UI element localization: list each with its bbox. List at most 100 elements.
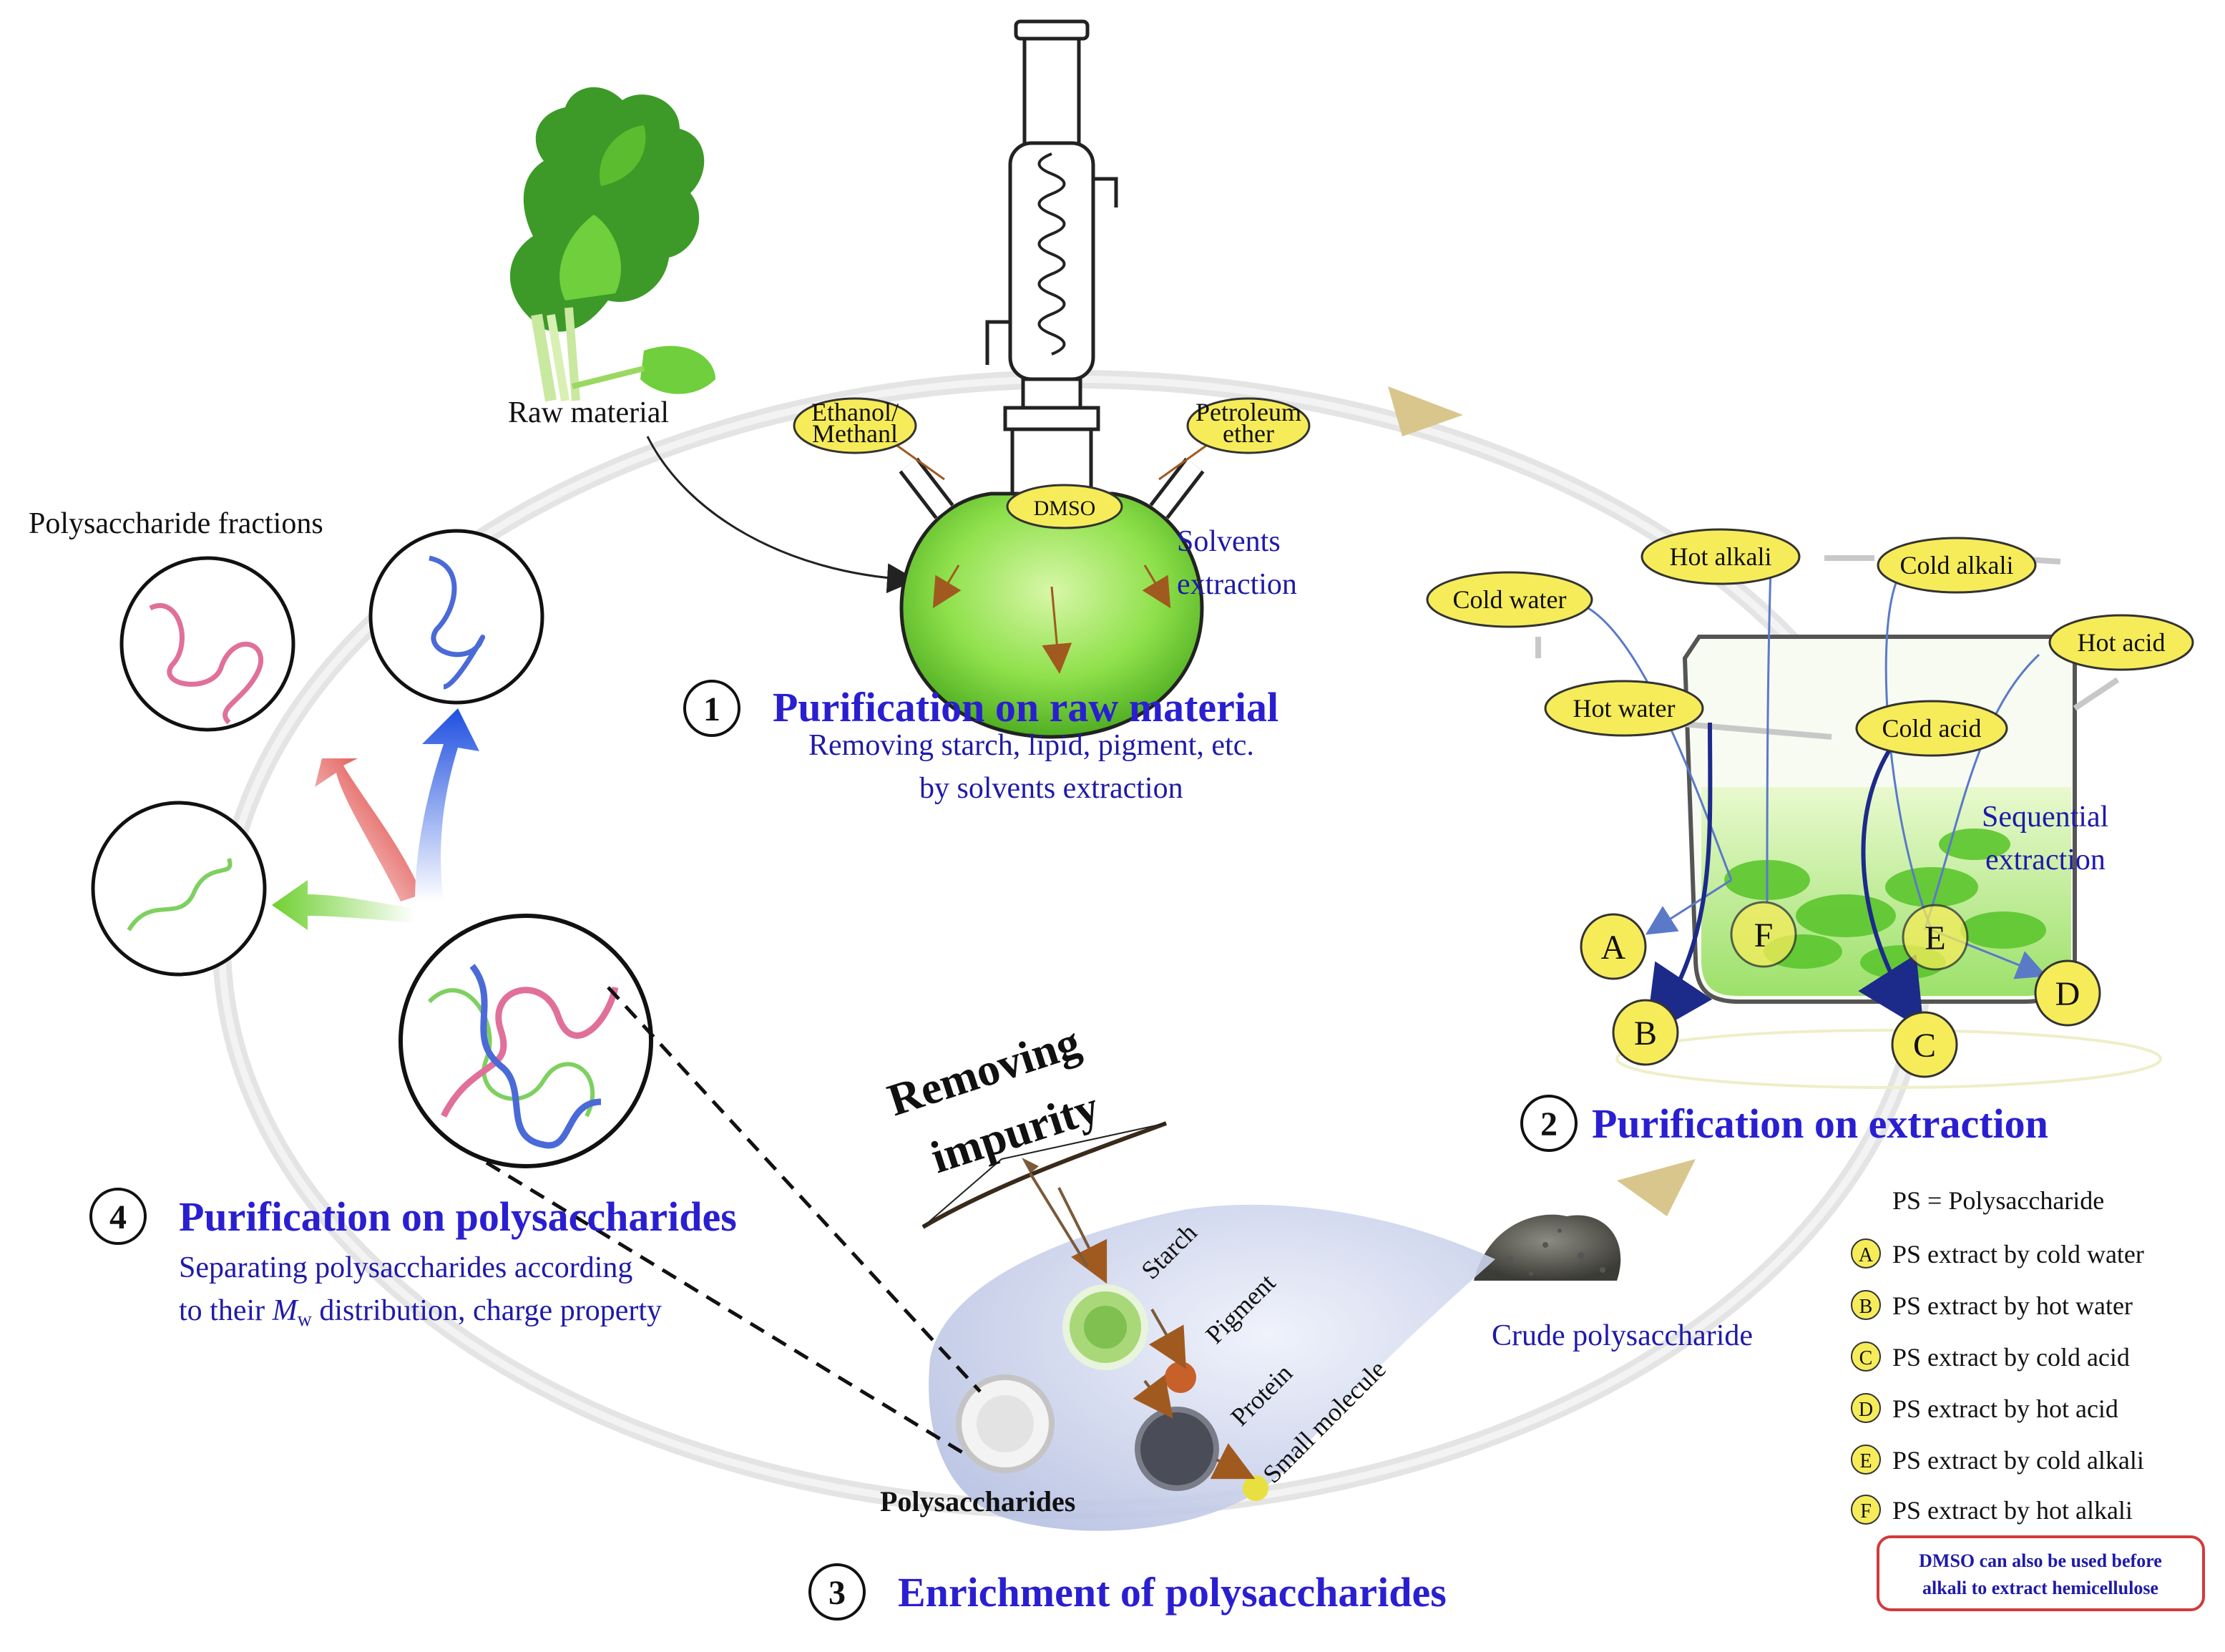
cond-hot-acid-label: Hot acid (2078, 628, 2166, 657)
circle-F-letter: F (1754, 917, 1774, 954)
solvents-extraction-line2: extraction (1177, 568, 1297, 601)
solvents-extraction-line1: Solvents (1177, 525, 1281, 558)
solvent-petroleum-line2: ether (1223, 419, 1274, 448)
cond-hot-alkali: Hot alkali (1640, 528, 1801, 585)
cond-cold-water-label: Cold water (1453, 585, 1567, 614)
step-4-sub2-post: distribution, charge property (312, 1294, 662, 1327)
step-4-title: Purification on polysaccharides (179, 1193, 737, 1240)
circle-B-letter: B (1634, 1015, 1657, 1052)
cond-cold-water: Cold water (1426, 571, 1593, 628)
legend-note-line1: DMSO can also be used before (1919, 1550, 2162, 1571)
flask-drip-arrows (932, 564, 1171, 674)
legend-item-F-text: PS extract by hot alkali (1892, 1496, 2133, 1525)
solvent-ethanol: Ethanol/ Methanl (793, 397, 945, 481)
circle-A-letter: A (1601, 929, 1626, 967)
legend-item-B: B PS extract by hot water (1851, 1290, 2133, 1320)
solvent-ethanol-line1: Ethanol/ (811, 398, 899, 426)
step-4-sub2-w: w (298, 1309, 313, 1331)
circle-B: B (1612, 999, 1679, 1066)
fraction-circle-mixed (398, 914, 653, 1168)
cond-cold-acid: Cold acid (1855, 700, 2008, 757)
fraction-circle-green (91, 801, 267, 977)
extraction-lines (1588, 568, 2048, 1037)
legend-item-E-text: PS extract by cold alkali (1892, 1446, 2144, 1475)
polysaccharides-label: Polysaccharides (880, 1485, 1075, 1517)
step-2-title: Purification on extraction (1592, 1100, 2048, 1147)
cond-cold-alkali: Cold alkali (1877, 537, 2037, 594)
step-1: 1 Purification on raw material Removing … (683, 680, 1278, 805)
solvent-dmso: DMSO (1006, 484, 1123, 529)
cycle-arrowhead-top (1388, 386, 1463, 436)
step-4-sub2: to their Mw distribution, charge propert… (179, 1294, 662, 1331)
cond-hot-alkali-label: Hot alkali (1670, 542, 1772, 571)
raw-material-label: Raw material (508, 396, 669, 429)
legend-item-D: D PS extract by hot acid (1851, 1393, 2118, 1423)
raw-material-arrow (646, 436, 917, 594)
legend-item-F: F PS extract by hot alkali (1851, 1495, 2133, 1525)
legend-item-A-text: PS extract by cold water (1892, 1240, 2144, 1269)
solvent-petroleum-line1: Petroleum (1195, 398, 1301, 426)
legend-item-E-letter: E (1859, 1450, 1872, 1472)
legend-note-line2: alkali to extract hemicellulose (1922, 1578, 2158, 1598)
circle-A: A (1580, 913, 1647, 980)
legend-item-B-text: PS extract by hot water (1892, 1291, 2133, 1320)
solvent-ethanol-line2: Methanl (812, 419, 898, 448)
legend-item-F-letter: F (1860, 1500, 1872, 1523)
legend-item-B-letter: B (1859, 1296, 1873, 1318)
circle-E: E (1902, 904, 1969, 971)
cond-cold-alkali-label: Cold alkali (1900, 551, 2014, 580)
solvent-dmso-label: DMSO (1034, 497, 1096, 520)
legend-header: PS = Polysaccharide (1892, 1186, 2104, 1215)
step-4-number: 4 (109, 1198, 127, 1236)
step-4-sub1: Separating polysaccharides according (179, 1251, 632, 1284)
legend-item-A-letter: A (1859, 1244, 1874, 1266)
circle-C-letter: C (1913, 1027, 1936, 1065)
step-4-sub2-mw: M (272, 1294, 299, 1327)
step-2: 2 Purification on extraction (1520, 1095, 2048, 1152)
step-3-number: 3 (828, 1574, 846, 1612)
step-3-title: Enrichment of polysaccharides (898, 1569, 1447, 1616)
legend-item-D-text: PS extract by hot acid (1892, 1394, 2118, 1423)
step-1-title: Purification on raw material (773, 684, 1278, 730)
crude-polysaccharide-label: Crude polysaccharide (1492, 1319, 1753, 1352)
reflux-apparatus (899, 19, 1205, 739)
bow-and-arrow (921, 1121, 1168, 1268)
fraction-circle-blue (368, 529, 544, 705)
legend-item-C-text: PS extract by cold acid (1892, 1343, 2130, 1372)
sequential-line2: extraction (1985, 844, 2106, 876)
circle-C: C (1891, 1011, 1958, 1078)
legend-item-E: E PS extract by cold alkali (1851, 1445, 2144, 1475)
cond-hot-water: Hot water (1544, 680, 1704, 737)
step-1-number: 1 (703, 690, 720, 728)
cond-cold-acid-label: Cold acid (1882, 714, 1982, 743)
circle-F: F (1730, 901, 1797, 968)
enrichment-blob (929, 1187, 1495, 1531)
step-3: 3 Enrichment of polysaccharides (808, 1563, 1447, 1621)
step-4: 4 Purification on polysaccharides Separa… (89, 1188, 737, 1331)
legend-item-C-letter: C (1859, 1347, 1873, 1369)
sequential-line1: Sequential (1982, 801, 2108, 834)
legend-item-C: C PS extract by cold acid (1851, 1341, 2130, 1372)
step-2-number: 2 (1540, 1105, 1558, 1143)
cond-hot-water-label: Hot water (1573, 694, 1676, 723)
crude-polysaccharide-pile (1474, 1214, 1621, 1281)
circle-D: D (2034, 959, 2101, 1027)
step-4-sub2-pre: to their (179, 1294, 273, 1327)
zoom-dashed-lines (485, 986, 982, 1455)
cycle-arrowhead-bottom (1617, 1159, 1696, 1216)
step-1-sub2: by solvents extraction (919, 772, 1183, 805)
step-1-sub1: Removing starch, lipid, pigment, etc. (808, 729, 1254, 762)
legend-item-D-letter: D (1859, 1399, 1873, 1421)
legend-note-box (1877, 1535, 2205, 1611)
legend: PS = Polysaccharide A PS extract by cold… (1851, 1186, 2205, 1611)
spinach-illustration (509, 87, 715, 402)
legend-item-A: A PS extract by cold water (1851, 1238, 2144, 1269)
split-arrows (272, 708, 479, 930)
solvent-petroleum: Petroleum ether (1158, 397, 1311, 481)
poly-fractions-label: Polysaccharide fractions (29, 507, 323, 540)
circle-E-letter: E (1925, 919, 1945, 957)
circle-D-letter: D (2055, 975, 2080, 1013)
cond-hot-acid: Hot acid (2048, 614, 2194, 671)
